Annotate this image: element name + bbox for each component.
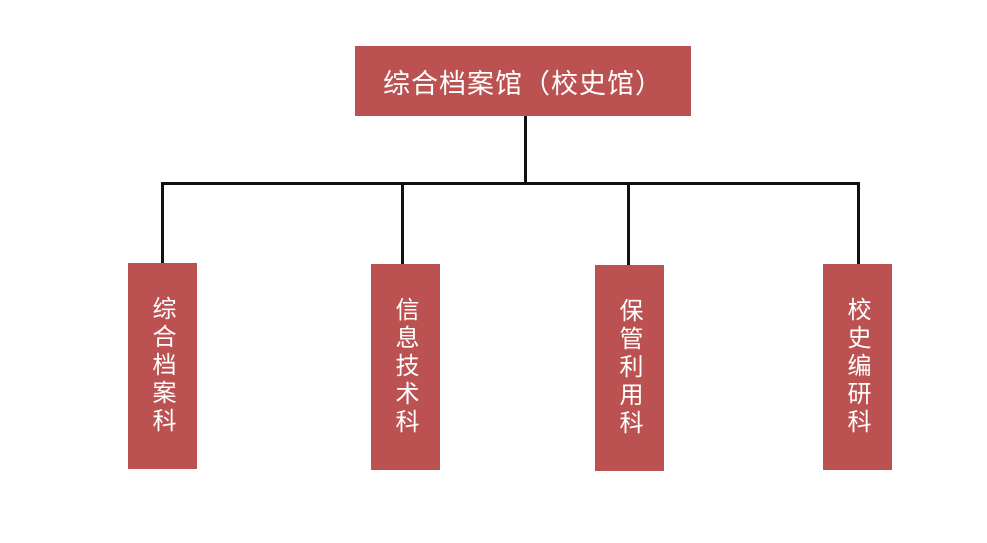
root-node-label: 综合档案馆（校史馆） — [383, 68, 663, 100]
child-node-label: 保管利用科 — [615, 298, 643, 438]
child-node-label: 校史编研科 — [843, 297, 871, 437]
child-node-comprehensive-archives: 综合档案科 — [128, 263, 197, 469]
child-node-information-technology: 信息技术科 — [371, 264, 440, 470]
connector-root-vertical — [524, 116, 527, 184]
child-node-label: 信息技术科 — [391, 297, 419, 437]
root-node-archives-museum: 综合档案馆（校史馆） — [355, 46, 691, 116]
child-node-storage-utilization: 保管利用科 — [595, 265, 664, 471]
connector-child-1 — [161, 182, 164, 263]
child-node-label: 综合档案科 — [148, 296, 176, 436]
connector-horizontal — [161, 182, 860, 185]
connector-child-3 — [627, 182, 630, 265]
connector-child-2 — [401, 182, 404, 264]
connector-child-4 — [857, 182, 860, 264]
child-node-school-history-research: 校史编研科 — [823, 264, 892, 470]
